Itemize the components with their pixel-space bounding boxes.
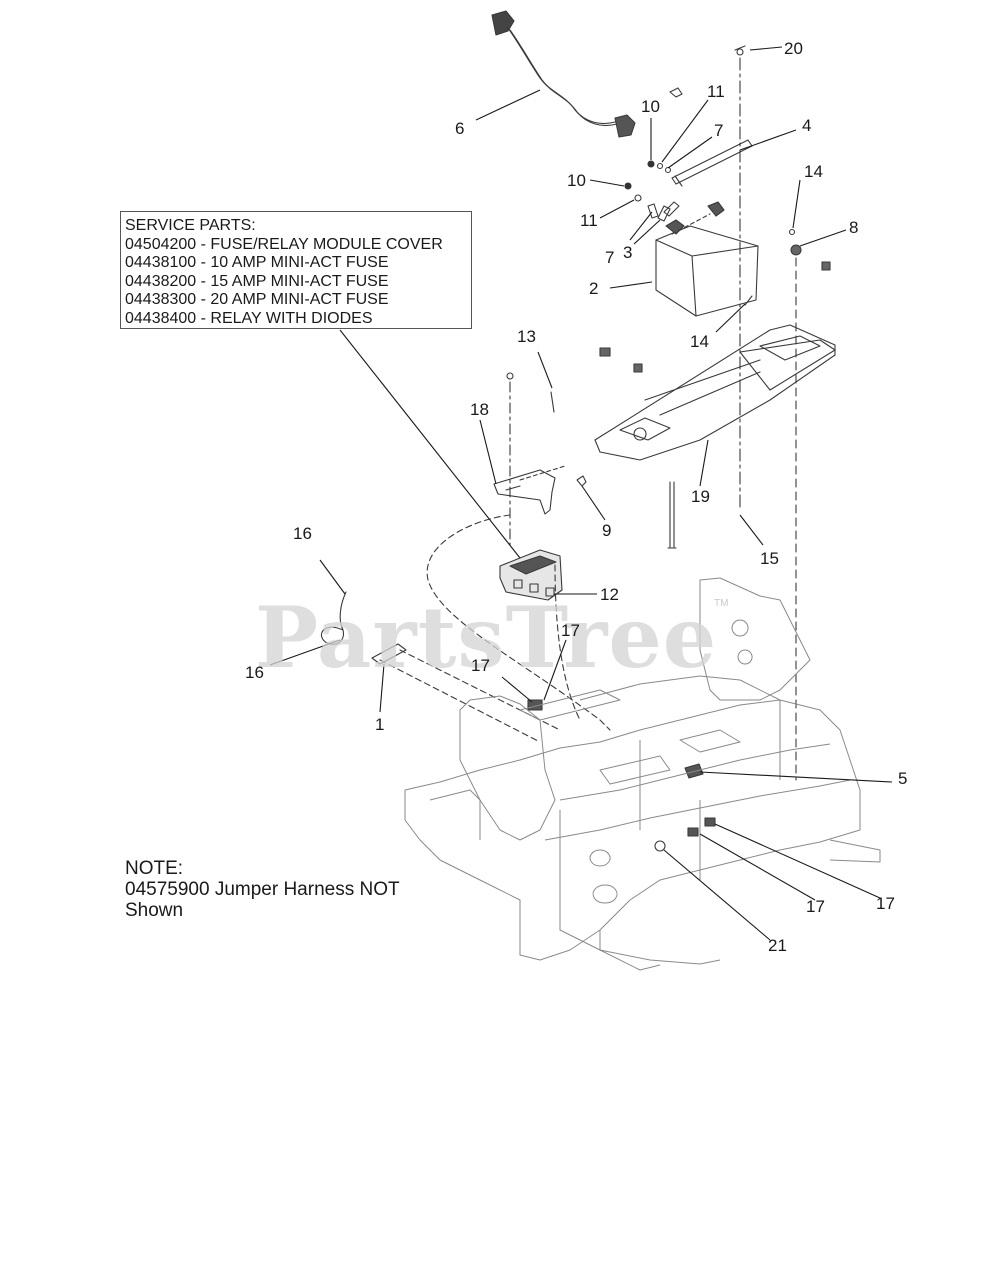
callout-14: 14 bbox=[804, 162, 823, 181]
battery-tray-part-19 bbox=[594, 324, 836, 461]
callout-13: 13 bbox=[517, 327, 536, 346]
callout-5: 5 bbox=[898, 769, 908, 788]
screw-part-9 bbox=[576, 475, 587, 487]
callout-4: 4 bbox=[802, 116, 812, 135]
callout-20: 20 bbox=[784, 39, 803, 58]
callout-21: 21 bbox=[768, 936, 787, 955]
callout-7: 7 bbox=[714, 121, 724, 140]
watermark-text: PartsTree bbox=[255, 588, 718, 687]
service-part-item: 04438300 - 20 AMP MINI-ACT FUSE bbox=[125, 291, 389, 308]
fuse-relay-module-part-12 bbox=[499, 549, 563, 601]
callout-10: 10 bbox=[567, 171, 586, 190]
note-line: Shown bbox=[125, 900, 184, 921]
callout-14: 14 bbox=[690, 332, 709, 351]
chassis-frame bbox=[404, 577, 881, 971]
hardware-10-11-7 bbox=[624, 87, 683, 222]
callout-10: 10 bbox=[641, 97, 660, 116]
service-part-item: 04438400 - RELAY WITH DIODES bbox=[125, 309, 373, 327]
callout-2: 2 bbox=[589, 279, 599, 298]
callout-11: 11 bbox=[580, 211, 598, 230]
battery-part-2 bbox=[655, 201, 759, 317]
callout-15: 15 bbox=[760, 549, 779, 568]
service-parts-heading: SERVICE PARTS: bbox=[125, 217, 256, 234]
leader-lines bbox=[269, 46, 893, 941]
rod-part-15 bbox=[667, 481, 677, 549]
callout-9: 9 bbox=[602, 521, 612, 540]
watermark-trademark: TM bbox=[714, 598, 729, 609]
service-part-item: 04438200 - 15 AMP MINI-ACT FUSE bbox=[125, 272, 389, 290]
bolt-part-20 bbox=[734, 45, 746, 56]
callout-6: 6 bbox=[455, 119, 465, 138]
callout-16: 16 bbox=[245, 663, 264, 682]
callout-1: 1 bbox=[375, 715, 385, 734]
service-parts-box: SERVICE PARTS: 04504200 - FUSE/RELAY MOD… bbox=[120, 211, 472, 329]
bracket-part-18 bbox=[493, 469, 556, 515]
callout-17: 17 bbox=[876, 894, 895, 913]
callout-7: 7 bbox=[605, 248, 615, 267]
clip-part-1 bbox=[371, 643, 407, 665]
service-part-item: 04438100 - 10 AMP MINI-ACT FUSE bbox=[125, 254, 389, 271]
callout-12: 12 bbox=[600, 585, 619, 604]
callout-3: 3 bbox=[623, 243, 633, 262]
note-heading: NOTE: bbox=[125, 858, 184, 879]
service-part-item: 04504200 - FUSE/RELAY MODULE COVER bbox=[125, 235, 443, 253]
callout-17: 17 bbox=[806, 897, 825, 916]
callout-17: 17 bbox=[471, 656, 490, 675]
callout-8: 8 bbox=[849, 218, 859, 237]
callout-18: 18 bbox=[470, 400, 489, 419]
note-line: 04575900 Jumper Harness NOT bbox=[125, 879, 400, 900]
tray-bolts bbox=[599, 347, 643, 373]
callout-11: 11 bbox=[707, 82, 725, 101]
callout-16: 16 bbox=[293, 524, 312, 543]
callout-17: 17 bbox=[561, 621, 580, 640]
grommet-part-21 bbox=[654, 840, 666, 852]
hardware-14-8 bbox=[788, 228, 831, 271]
callout-19: 19 bbox=[691, 487, 710, 506]
battery-cable-part-6 bbox=[491, 10, 636, 138]
screw-part-13 bbox=[506, 372, 555, 413]
note-block: NOTE: 04575900 Jumper Harness NOT Shown bbox=[125, 858, 400, 921]
